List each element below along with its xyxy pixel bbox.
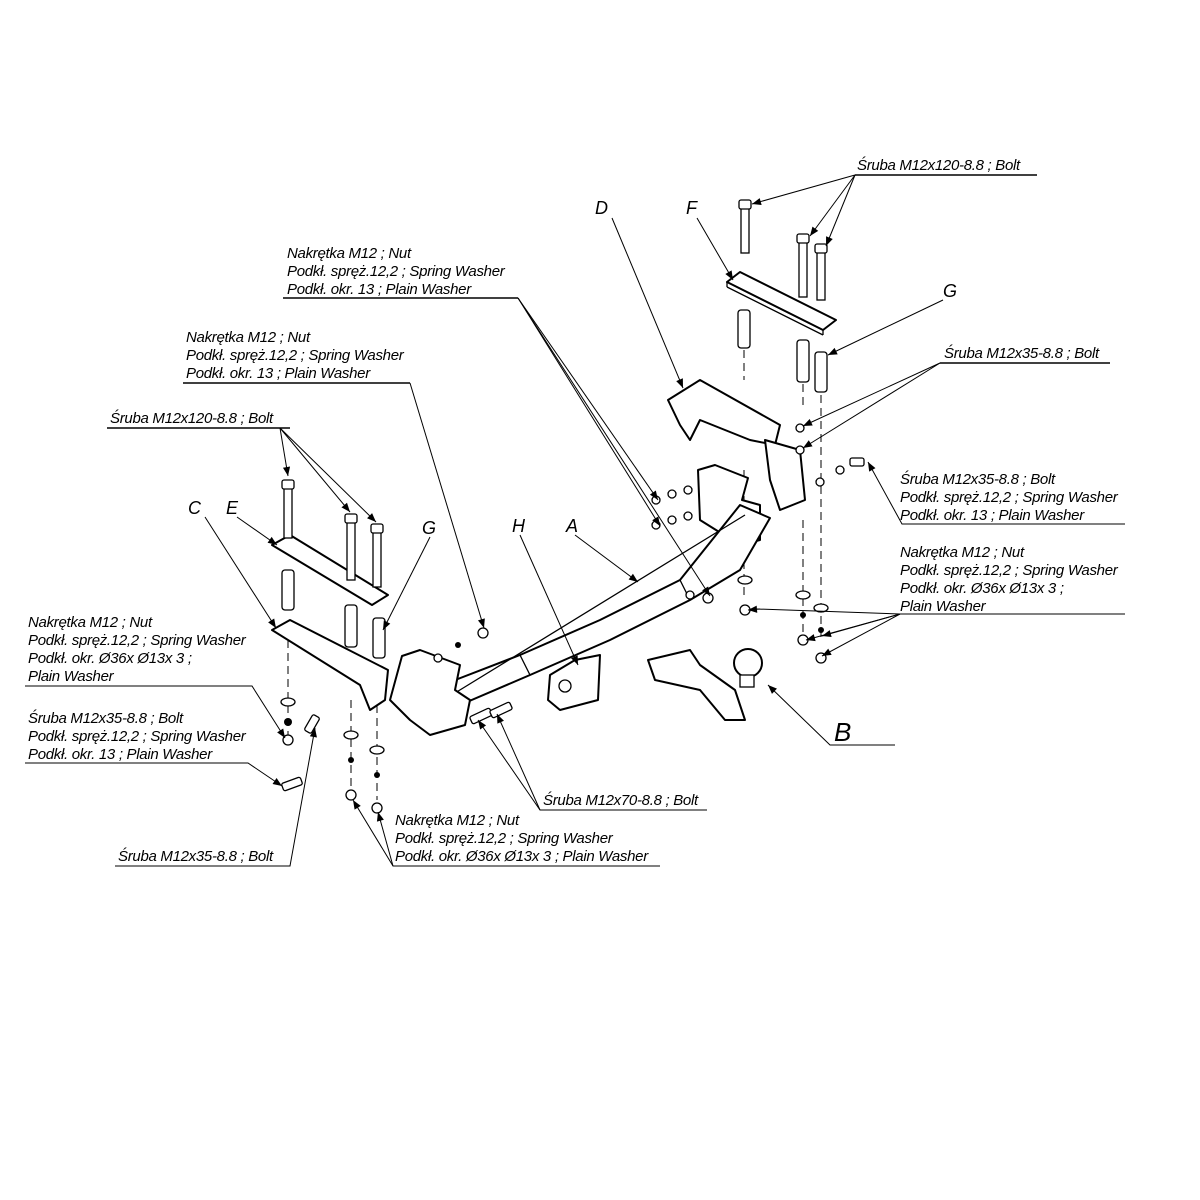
crossbar-a xyxy=(449,504,771,706)
label-group-right-nut: Nakrętka M12 ; Nut Podkł. spręż.12,2 ; S… xyxy=(900,544,1119,615)
letter-e: E xyxy=(226,498,239,518)
letter-b: B xyxy=(834,717,851,747)
spacers-g-left xyxy=(281,569,386,659)
part-letters: D F G C E G H A B xyxy=(188,198,957,747)
label-line: Podkł. okr. 13 ; Plain Washer xyxy=(28,746,213,763)
label-line: Nakrętka M12 ; Nut xyxy=(186,329,311,346)
label-line: Podkł. okr. 13 ; Plain Washer xyxy=(287,281,472,298)
bracket-d xyxy=(667,379,806,511)
label-bolt-m12x70: Śruba M12x70-8.8 ; Bolt xyxy=(543,791,699,809)
label-line: Podkł. okr. 13 ; Plain Washer xyxy=(186,365,371,382)
label-line: Podkł. spręż.12,2 ; Spring Washer xyxy=(28,632,247,649)
callout-labels: Śruba M12x120-8.8 ; Bolt Nakrętka M12 ; … xyxy=(28,156,1119,865)
letter-g-right: G xyxy=(943,281,957,301)
plate-f xyxy=(726,271,837,336)
label-bolt-m12x120-left: Śruba M12x120-8.8 ; Bolt xyxy=(110,409,274,427)
label-group-right-bolt: Śruba M12x35-8.8 ; Bolt Podkł. spręż.12,… xyxy=(900,470,1119,524)
bolts-m12x120-left xyxy=(281,479,384,588)
letter-a: A xyxy=(565,516,578,536)
label-bolt-m12x120-right: Śruba M12x120-8.8 ; Bolt xyxy=(857,156,1021,174)
label-underlines xyxy=(107,174,1110,429)
label-line: Śruba M12x35-8.8 ; Bolt xyxy=(28,709,184,727)
label-line: Podkł. spręż.12,2 ; Spring Washer xyxy=(287,263,506,280)
leader-lines xyxy=(25,174,1125,867)
tow-ball-b xyxy=(647,648,763,721)
label-line: Podkł. okr. Ø36x Ø13x 3 ; xyxy=(900,580,1064,597)
label-group-upper-left: Nakrętka M12 ; Nut Podkł. spręż.12,2 ; S… xyxy=(186,329,405,382)
label-line: Śruba M12x35-8.8 ; Bolt xyxy=(900,470,1056,488)
letter-h: H xyxy=(512,516,526,536)
label-line: Podkł. spręż.12,2 ; Spring Washer xyxy=(28,728,247,745)
label-line: Nakrętka M12 ; Nut xyxy=(28,614,153,631)
letter-g-left: G xyxy=(422,518,436,538)
label-line: Podkł. spręż.12,2 ; Spring Washer xyxy=(186,347,405,364)
spacers-g-right xyxy=(737,309,828,393)
letter-c: C xyxy=(188,498,202,518)
letter-f: F xyxy=(686,198,698,218)
label-line: Plain Washer xyxy=(900,598,987,615)
label-line: Podkł. okr. Ø36x Ø13x 3 ; xyxy=(28,650,192,667)
label-line: Nakrętka M12 ; Nut xyxy=(900,544,1025,561)
label-line: Nakrętka M12 ; Nut xyxy=(287,245,412,262)
label-line: Podkł. okr. 13 ; Plain Washer xyxy=(900,507,1085,524)
label-group-left-bolt: Śruba M12x35-8.8 ; Bolt Podkł. spręż.12,… xyxy=(28,709,247,763)
label-line: Podkł. spręż.12,2 ; Spring Washer xyxy=(900,562,1119,579)
label-line: Nakrętka M12 ; Nut xyxy=(395,812,520,829)
label-bolt-m12x35-right: Śruba M12x35-8.8 ; Bolt xyxy=(944,344,1100,362)
label-line: Podkł. spręż.12,2 ; Spring Washer xyxy=(900,489,1119,506)
letter-d: D xyxy=(595,198,608,218)
label-line: Podkł. spręż.12,2 ; Spring Washer xyxy=(395,830,614,847)
bracket-c xyxy=(271,619,389,711)
label-group-top-center: Nakrętka M12 ; Nut Podkł. spręż.12,2 ; S… xyxy=(287,245,506,298)
left-side-plate xyxy=(389,649,471,736)
label-group-left-nut: Nakrętka M12 ; Nut Podkł. spręż.12,2 ; S… xyxy=(28,614,247,685)
label-line: Podkł. okr. Ø36x Ø13x 3 ; Plain Washer xyxy=(395,848,649,865)
bolts-m12x120-right xyxy=(738,199,828,301)
label-group-bottom-nut: Nakrętka M12 ; Nut Podkł. spręż.12,2 ; S… xyxy=(395,812,649,865)
label-bolt-m12x35-bottom-left: Śruba M12x35-8.8 ; Bolt xyxy=(118,847,274,865)
label-line: Plain Washer xyxy=(28,668,115,685)
